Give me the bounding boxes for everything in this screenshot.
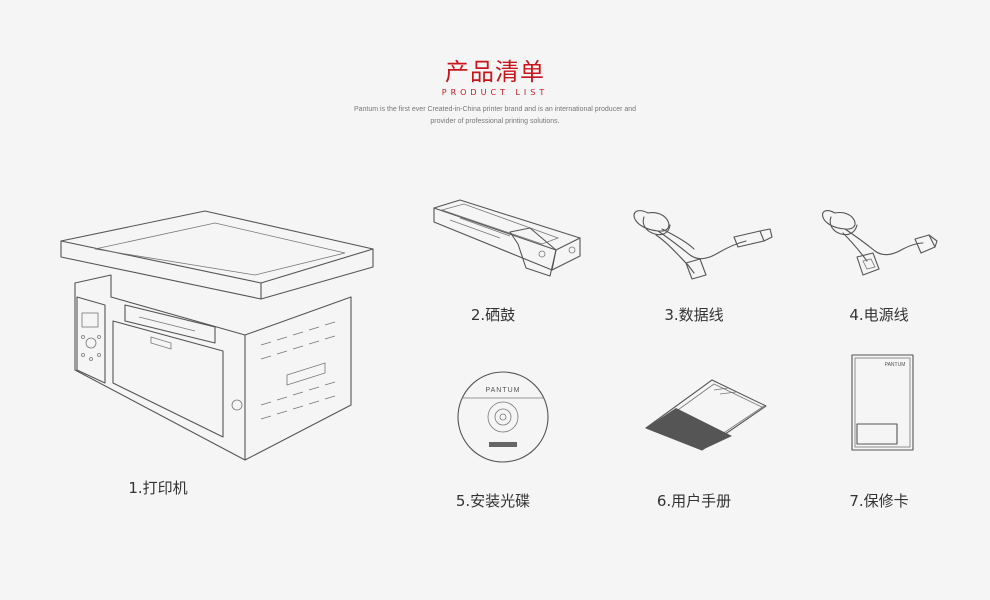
vent-grille bbox=[260, 321, 336, 420]
cd-brand-label: PANTUM bbox=[485, 387, 520, 394]
warranty-brand-label: PANTUM bbox=[885, 362, 906, 368]
power-cable-item bbox=[817, 203, 942, 283]
cd-illustration: PANTUM bbox=[457, 371, 549, 463]
product-list-header: 产品清单 PRODUCT LIST Pantum is the first ev… bbox=[0, 58, 990, 128]
usb-cable-illustration bbox=[633, 210, 773, 280]
caption-usb-cable: 3.数据线 bbox=[664, 306, 724, 324]
warranty-card-illustration: PANTUM bbox=[851, 354, 914, 451]
toner-cartridge-illustration bbox=[433, 199, 581, 277]
caption-power-cable: 4.电源线 bbox=[849, 306, 909, 324]
caption-toner: 2.硒鼓 bbox=[470, 306, 516, 324]
warranty-card-item: PANTUM bbox=[851, 354, 915, 452]
manual-item bbox=[644, 378, 768, 452]
description-line-2: provider of professional printing soluti… bbox=[430, 118, 560, 125]
printer-item bbox=[55, 205, 380, 465]
caption-cd: 5.安装光碟 bbox=[455, 492, 531, 510]
manual-cover-band bbox=[646, 408, 732, 450]
caption-warranty-card: 7.保修卡 bbox=[849, 492, 909, 510]
toner-item bbox=[430, 198, 585, 283]
power-cable-illustration bbox=[822, 210, 938, 276]
page-subtitle: PRODUCT LIST bbox=[441, 88, 549, 97]
user-manual-illustration bbox=[645, 379, 767, 451]
page-title: 产品清单 bbox=[445, 58, 545, 86]
caption-manual: 6.用户手册 bbox=[656, 492, 732, 510]
cd-barcode bbox=[489, 442, 517, 447]
cd-item: PANTUM bbox=[456, 370, 550, 464]
description-line-1: Pantum is the first ever Created-in-Chin… bbox=[353, 106, 637, 113]
usb-cable-item bbox=[628, 203, 773, 283]
printer-illustration bbox=[60, 210, 374, 461]
page-description: Pantum is the first ever Created-in-Chin… bbox=[0, 104, 990, 128]
caption-printer: 1.打印机 bbox=[128, 479, 188, 497]
